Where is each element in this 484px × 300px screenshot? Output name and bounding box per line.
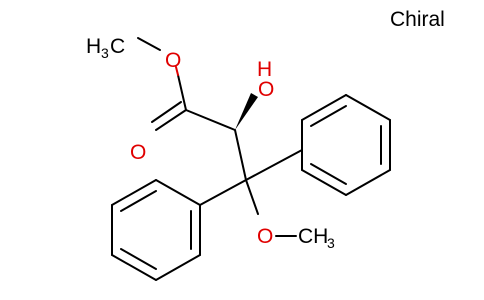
methyl-ester-c-label: C — [110, 35, 125, 58]
ring-bond — [345, 169, 391, 196]
wedge-bond-hydroxyl — [235, 93, 258, 130]
carbonyl-oxygen-label: O — [130, 141, 146, 164]
ring-double-bond — [120, 190, 157, 212]
ring-bond — [301, 169, 347, 196]
ester-oxygen-label: O — [165, 49, 181, 72]
bond-c3-phenyl-upper — [245, 149, 303, 181]
bond-c1-ester-o-red — [175, 66, 179, 76]
bond-c3-methoxy-o — [245, 179, 259, 215]
ring-bond — [155, 254, 201, 281]
ring-bond — [111, 254, 157, 281]
methoxy-methyl-label: CH — [298, 225, 328, 248]
phenyl-ring-upper — [301, 94, 391, 196]
bond-c3-phenyl-lower — [199, 179, 247, 206]
bond-c1-ester-o — [177, 74, 187, 111]
ring-double-bond — [310, 105, 347, 127]
hydroxyl-oxygen-label: O — [258, 78, 274, 101]
ring-bond — [155, 179, 201, 206]
bond-c1-carbonyl-double — [151, 101, 182, 123]
bond-ester-o-methyl — [137, 37, 161, 51]
methyl-ester-h-label: H — [86, 35, 101, 58]
ring-bond — [345, 94, 391, 121]
ring-bond — [301, 94, 347, 121]
methoxy-methyl-sub-label: 3 — [327, 235, 335, 251]
chiral-label: Chiral — [390, 8, 445, 31]
bond-c1-carbonyl — [155, 109, 187, 131]
phenyl-ring-lower — [111, 179, 201, 281]
ring-double-bond — [120, 248, 157, 270]
ring-bond — [111, 179, 157, 206]
bond-c2-c1 — [185, 109, 236, 131]
methyl-ester-sub-label: 3 — [101, 45, 109, 61]
hydroxyl-hydrogen-label: H — [257, 58, 272, 81]
bond-c3-c2 — [234, 129, 247, 181]
ring-double-bond — [310, 163, 347, 185]
methoxy-oxygen-label: O — [257, 225, 273, 248]
